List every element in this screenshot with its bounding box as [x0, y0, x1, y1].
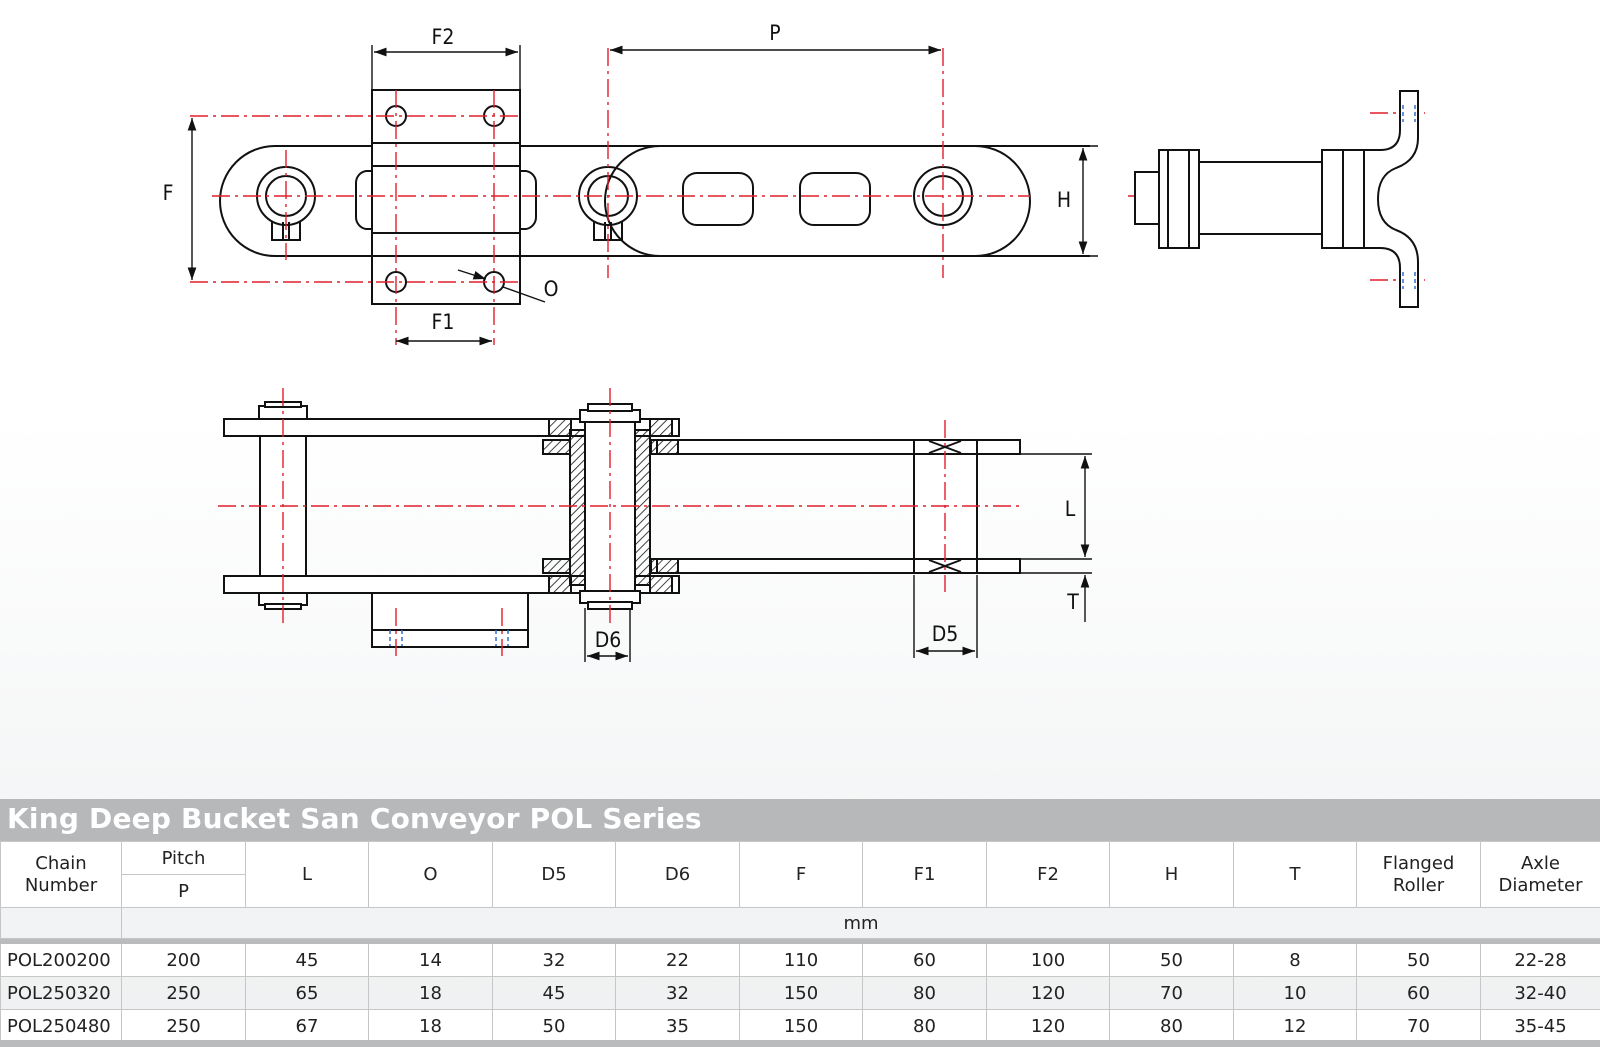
table-cell: 250 [121, 976, 246, 1010]
table-cell: 22 [615, 943, 740, 977]
header-t: T [1233, 841, 1357, 908]
label-l: L [1065, 497, 1076, 521]
header-pitch-p: P [121, 874, 246, 908]
top-view [219, 89, 1090, 305]
label-h: H [1057, 188, 1071, 212]
table-cell: 50 [492, 1009, 616, 1043]
table-cell: 18 [368, 1009, 493, 1043]
bottom-band [0, 1040, 1600, 1047]
section-labels: L T D6 D5 [595, 497, 1080, 652]
table-cell: 80 [862, 1009, 987, 1043]
label-p: P [769, 21, 780, 45]
technical-drawing: F2 P F H O F1 [163, 21, 1425, 662]
label-d6: D6 [595, 628, 622, 652]
side-view [1134, 90, 1419, 308]
table-cell: 70 [1356, 1009, 1481, 1043]
header-chain-number: Chain Number [0, 841, 122, 908]
table-cell: 35 [615, 1009, 740, 1043]
table-cell: 22-28 [1480, 943, 1600, 977]
header-f1: F1 [862, 841, 987, 908]
header-d5: D5 [492, 841, 616, 908]
table-cell: 100 [986, 943, 1110, 977]
table-cell: 18 [368, 976, 493, 1010]
section-centerlines [218, 388, 1020, 656]
table-cell: 150 [739, 1009, 863, 1043]
table-cell: 32 [492, 943, 616, 977]
table-cell: 8 [1233, 943, 1357, 977]
table-cell: 120 [986, 976, 1110, 1010]
table-cell: 120 [986, 1009, 1110, 1043]
header-h: H [1109, 841, 1234, 908]
table-cell: 14 [368, 943, 493, 977]
label-f2: F2 [432, 25, 455, 49]
label-o: O [544, 277, 559, 301]
table-cell: 32 [615, 976, 740, 1010]
table-cell: 110 [739, 943, 863, 977]
label-f: F [163, 181, 174, 205]
table-title: King Deep Bucket San Conveyor POL Series [7, 802, 702, 835]
top-view-labels: F2 P F H O F1 [163, 21, 1072, 334]
table-cell: 35-45 [1480, 1009, 1600, 1043]
header-f: F [739, 841, 863, 908]
section-dimensions [584, 453, 1092, 662]
units-label: mm [121, 907, 1600, 939]
header-pitch: Pitch [121, 841, 246, 875]
table-cell: 80 [862, 976, 987, 1010]
table-cell: 50 [1356, 943, 1481, 977]
units-row: mm [0, 907, 1600, 939]
table-cell: 45 [492, 976, 616, 1010]
header-axle-diameter: Axle Diameter [1480, 841, 1600, 908]
table-cell: 60 [862, 943, 987, 977]
top-view-dimensions [187, 45, 1098, 346]
section-hidden-holes [389, 630, 509, 646]
label-f1: F1 [432, 310, 455, 334]
table-cell: 32-40 [1480, 976, 1600, 1010]
table-cell: 70 [1109, 976, 1234, 1010]
side-view-hidden-holes [1402, 105, 1416, 289]
header-d6: D6 [615, 841, 740, 908]
header-flanged-roller: Flanged Roller [1356, 841, 1481, 908]
spec-table: Chain Number Pitch L O D5 D6 F F1 F2 H T… [0, 841, 1600, 1043]
header-l: L [245, 841, 369, 908]
chain-number-cell: POL250480 [0, 1009, 122, 1043]
table-cell: 65 [245, 976, 369, 1010]
units-blank [0, 907, 122, 939]
chain-number-cell: POL250320 [0, 976, 122, 1010]
table-cell: 50 [1109, 943, 1234, 977]
table-title-bar: King Deep Bucket San Conveyor POL Series [0, 799, 1600, 841]
table-cell: 80 [1109, 1009, 1234, 1043]
table-cell: 10 [1233, 976, 1357, 1010]
table-cell: 12 [1233, 1009, 1357, 1043]
section-view [223, 401, 1021, 648]
header-row: Chain Number Pitch L O D5 D6 F F1 F2 H T… [0, 841, 1600, 908]
label-t: T [1066, 590, 1079, 614]
table-cell: 67 [245, 1009, 369, 1043]
table-cell: 60 [1356, 976, 1481, 1010]
header-f2: F2 [986, 841, 1110, 908]
table-cell: 250 [121, 1009, 246, 1043]
top-view-centerlines [190, 48, 1425, 345]
chain-number-cell: POL200200 [0, 943, 122, 977]
table-cell: 200 [121, 943, 246, 977]
header-o: O [368, 841, 493, 908]
label-d5: D5 [932, 622, 959, 646]
table-cell: 45 [245, 943, 369, 977]
table-cell: 150 [739, 976, 863, 1010]
